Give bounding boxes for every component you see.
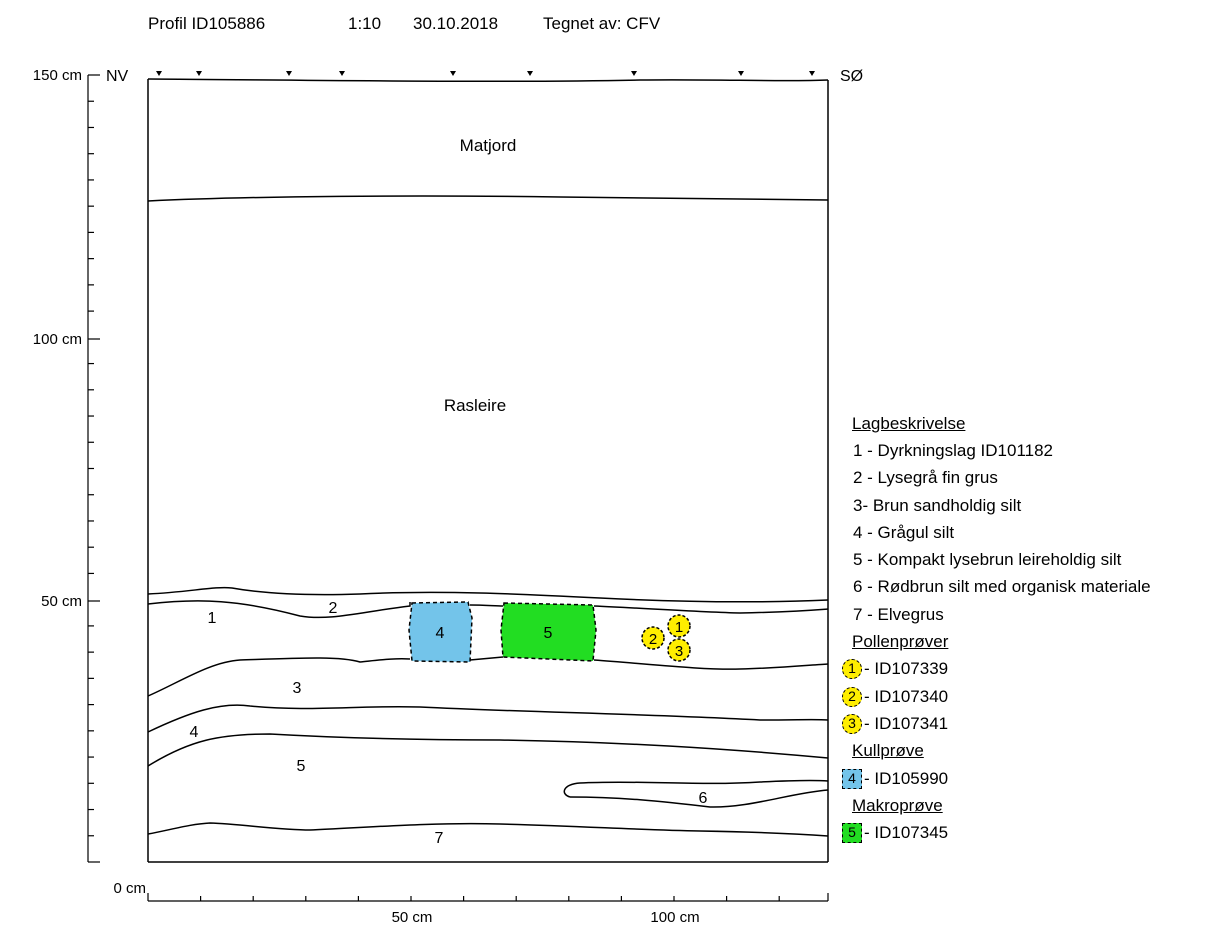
horizontal-scale bbox=[147, 893, 829, 902]
kull-sample-number: 4 bbox=[436, 625, 445, 642]
layer-4: 4 bbox=[190, 724, 199, 741]
legend-item-4: 4 - Grågul silt bbox=[853, 522, 955, 542]
layer-matjord: Matjord bbox=[460, 136, 517, 155]
pollen-title: Pollenprøver bbox=[852, 632, 949, 652]
legend-item-3: 3- Brun sandholdig silt bbox=[853, 495, 1022, 515]
pollen-swatch-3: 3 bbox=[842, 713, 862, 734]
pollen-sample-1 bbox=[667, 614, 691, 638]
y-label-150: 150 cm bbox=[33, 67, 82, 84]
pollen-swatch-1: 1 bbox=[842, 659, 862, 680]
x-label-100: 100 cm bbox=[650, 909, 699, 926]
legend-item-1: 1 - Dyrkningslag ID101182 bbox=[853, 440, 1054, 460]
makro-swatch: 5 bbox=[842, 823, 862, 844]
layer-6: 6 bbox=[699, 790, 708, 807]
legend-title: Lagbeskrivelse bbox=[852, 413, 966, 433]
makro-sample-number: 5 bbox=[544, 625, 553, 642]
layer-7: 7 bbox=[435, 830, 444, 847]
kull-swatch: 4 bbox=[842, 768, 862, 789]
pollen-swatch-2: 2 bbox=[842, 686, 862, 707]
layer-rasleire: Rasleire bbox=[444, 396, 506, 415]
makro-id: - ID107345 bbox=[864, 823, 949, 843]
legend-item-2: 2 - Lysegrå fin grus bbox=[853, 468, 998, 488]
layer-1: 1 bbox=[208, 610, 217, 627]
pollen-id-3: - ID107341 bbox=[864, 713, 949, 733]
pollen-sample-3-number: 3 bbox=[675, 643, 683, 660]
kull-title: Kullprøve bbox=[852, 741, 924, 761]
x-label-50: 50 cm bbox=[392, 909, 433, 926]
kull-id: - ID105990 bbox=[864, 768, 949, 788]
pollen-id-2: - ID107340 bbox=[864, 686, 949, 706]
layer-boundaries bbox=[147, 195, 829, 837]
legend-item-6: 6 - Rødbrun silt med organisk materiale bbox=[853, 577, 1151, 597]
drawn-by-label: Tegnet av: CFV bbox=[543, 14, 661, 33]
legend-item-5: 5 - Kompakt lysebrun leireholdig silt bbox=[853, 550, 1122, 570]
pollen-sample-2-number: 2 bbox=[649, 631, 657, 648]
direction-so: SØ bbox=[840, 68, 863, 85]
makro-title: Makroprøve bbox=[852, 795, 943, 815]
pollen-sample-2 bbox=[641, 626, 665, 650]
legend: Lagbeskrivelse 1 - Dyrkningslag ID101182… bbox=[842, 410, 1151, 847]
layer-2: 2 bbox=[329, 600, 338, 617]
y-label-0: 0 cm bbox=[113, 880, 146, 897]
layer-3: 3 bbox=[293, 680, 302, 697]
vertical-scale bbox=[87, 74, 100, 863]
profile-id: Profil ID105886 bbox=[148, 14, 266, 33]
y-label-50: 50 cm bbox=[41, 593, 82, 610]
scale-label: 1:10 bbox=[348, 14, 382, 33]
kull-sample bbox=[408, 601, 473, 663]
pollen-id-1: - ID107339 bbox=[864, 659, 949, 679]
direction-nv: NV bbox=[106, 68, 129, 85]
layer-5: 5 bbox=[297, 758, 306, 775]
pollen-samples bbox=[641, 614, 691, 662]
pollen-sample-1-number: 1 bbox=[675, 619, 683, 636]
date-label: 30.10.2018 bbox=[413, 14, 499, 33]
legend-item-7: 7 - Elvegrus bbox=[853, 604, 944, 624]
makro-sample bbox=[500, 602, 597, 662]
pollen-sample-3 bbox=[667, 638, 691, 662]
y-label-100: 100 cm bbox=[33, 331, 82, 348]
top-markers bbox=[156, 71, 815, 76]
